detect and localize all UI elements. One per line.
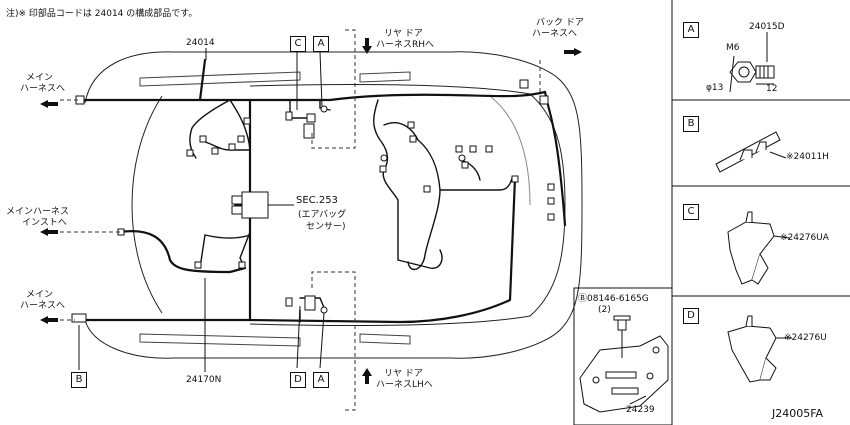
bottom-panel-bolt-part: Ⓑ08146-6165G	[578, 294, 649, 304]
connector	[379, 165, 387, 173]
airbag-sensor-label-2: センサー)	[306, 222, 346, 232]
connector	[243, 117, 251, 125]
ground-point	[320, 105, 328, 113]
connector	[303, 123, 315, 139]
panel-a-diameter: φ13	[706, 83, 724, 93]
callout-a-top: A	[313, 36, 329, 52]
windshield-outline	[131, 95, 163, 314]
connector	[409, 135, 417, 143]
bracket-drawing	[579, 315, 669, 413]
callout-d-bottom: D	[290, 372, 306, 388]
rear-lh-door-dashed	[311, 271, 356, 411]
back-door-label-1: バック ドア	[536, 18, 584, 28]
connector	[485, 145, 493, 153]
connector	[194, 261, 202, 269]
arrow-left-icon	[40, 100, 48, 108]
connector	[231, 205, 243, 215]
main-harness-bot-label-1: メイン	[26, 290, 54, 300]
connector	[228, 143, 236, 151]
panel-a-m6: M6	[726, 43, 740, 53]
ground-point	[320, 306, 328, 314]
connector	[547, 213, 555, 221]
connector	[71, 313, 87, 323]
airbag-sensor-label-1: (エアバッグ	[298, 210, 347, 220]
main-harness-inst-label-2: インストへ	[22, 218, 67, 228]
clip-drawing	[715, 131, 787, 173]
main-harness-top-label-1: メイン	[26, 73, 54, 83]
main-harness-bot-label-2: ハーネスへ	[20, 301, 66, 311]
sec-253-label: SEC.253	[296, 195, 338, 206]
connector	[455, 145, 463, 153]
panel-a-length: 12	[766, 84, 778, 94]
vehicle-body-outline	[84, 51, 583, 359]
panel-c-letter: C	[683, 204, 699, 220]
arrow-down-icon	[362, 46, 372, 54]
connector	[469, 145, 477, 153]
protector-drawing	[727, 211, 791, 285]
note-text: 注)※ 印部品コードは 24014 の構成部品です。	[6, 9, 198, 19]
airbag-sensor-body	[241, 191, 269, 219]
rear-rh-door-label-2: ハーネスRHへ	[376, 40, 435, 50]
connector	[519, 79, 529, 89]
callout-a-bottom: A	[313, 372, 329, 388]
ground-point	[458, 154, 466, 162]
panel-d-part-number: ※24276U	[784, 333, 827, 343]
connector	[306, 113, 316, 123]
connector	[423, 185, 431, 193]
arrow-left-icon	[40, 316, 48, 324]
back-door-label-2: ハーネスへ	[532, 29, 578, 39]
connector	[461, 161, 469, 169]
bolt-drawing	[729, 32, 775, 93]
callout-b-left: B	[71, 372, 87, 388]
connector	[407, 121, 415, 129]
harness-left-loop	[118, 58, 247, 274]
connector	[511, 175, 519, 183]
harness-top-trunk	[78, 90, 547, 102]
ground-point	[380, 154, 388, 162]
rear-rh-door-label-1: リヤ ドア	[384, 29, 423, 39]
connector	[211, 147, 219, 155]
connector	[199, 135, 207, 143]
connector	[237, 135, 245, 143]
part-number-24170n: 24170N	[186, 375, 222, 385]
connector	[285, 297, 293, 307]
main-harness-top-label-2: ハーネスへ	[20, 84, 66, 94]
arrow-right-icon	[574, 48, 582, 56]
bottom-panel-bolt-qty: (2)	[598, 305, 611, 315]
panel-a-part-number: 24015D	[749, 22, 785, 32]
panel-b-letter: B	[683, 116, 699, 132]
rear-lh-door-label-1: リヤ ドア	[384, 369, 423, 379]
connector	[547, 183, 555, 191]
protector-drawing	[727, 315, 792, 383]
connector	[304, 295, 316, 311]
arrow-left-icon	[40, 228, 48, 236]
panel-a-letter: A	[683, 22, 699, 38]
connector	[238, 261, 246, 269]
bottom-panel-bracket-part: 24239	[626, 405, 655, 415]
rear-rh-door-dashed	[311, 29, 356, 149]
panel-c-part-number: ※24276UA	[780, 233, 829, 243]
callout-c-top: C	[290, 36, 306, 52]
arrow-up-icon	[362, 368, 372, 376]
rear-lh-door-label-2: ハーネスLHへ	[376, 380, 433, 390]
harness-bottom-trunk	[78, 176, 517, 324]
connector	[186, 149, 194, 157]
main-harness-inst-label-1: メインハーネス	[6, 207, 70, 217]
connector	[539, 95, 549, 105]
roof-outline	[249, 83, 566, 327]
part-number-24014: 24014	[186, 38, 215, 48]
connector	[547, 197, 555, 205]
connector	[285, 111, 293, 121]
panel-b-part-number: ※24011H	[786, 152, 829, 162]
panel-d-letter: D	[683, 308, 699, 324]
connector	[231, 195, 243, 205]
harness-top-right-branch	[543, 90, 567, 227]
diagram-code: J24005FA	[772, 407, 824, 420]
